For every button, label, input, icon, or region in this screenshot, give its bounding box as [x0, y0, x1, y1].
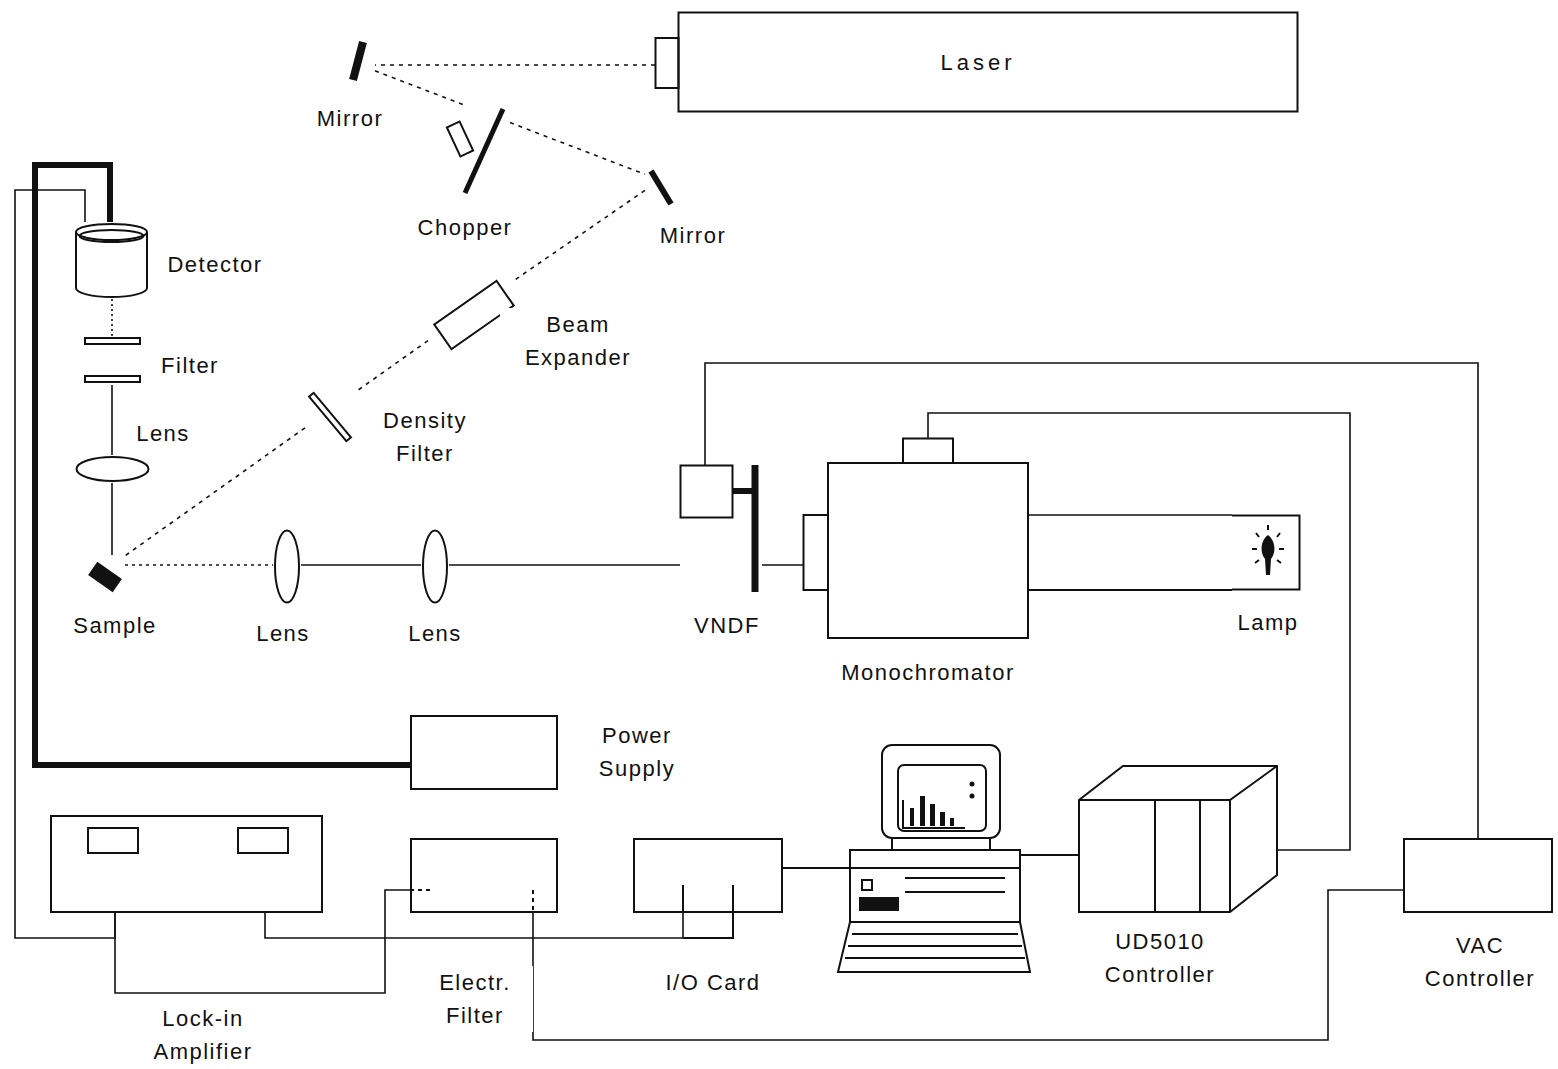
part-label: Lock-in Amplifier: [120, 1002, 286, 1068]
part-label: I/O Card: [662, 966, 763, 999]
part-label: Density Filter: [357, 404, 493, 470]
detector-outline: [75, 222, 148, 298]
lens: Lens: [273, 528, 301, 605]
part-label: Laser: [937, 46, 1018, 79]
detector: Detector: [75, 222, 148, 298]
part-label: VNDF: [691, 609, 763, 642]
power-supply-outline: [410, 715, 558, 790]
part-label: Lens: [253, 617, 313, 650]
laser-box: Laser: [655, 12, 1298, 112]
keyboard: [838, 922, 1030, 972]
lock-in-amplifier: Lock-in Amplifier: [50, 815, 323, 913]
monochromator-outline: [803, 438, 1028, 638]
monitor: [882, 745, 1000, 838]
vndf-outline: [680, 465, 762, 592]
terminal-wire: [410, 890, 533, 913]
lamp-housing: [1028, 589, 1232, 591]
lens-outline: [75, 455, 150, 483]
sample: Sample: [85, 555, 125, 598]
light-beam: [355, 341, 428, 393]
part-label: Electr. Filter: [417, 966, 533, 1032]
electr-filter-outline: [410, 838, 558, 913]
signal-wire: [449, 564, 680, 566]
light-beam: [510, 123, 645, 175]
light-beam: [111, 298, 113, 336]
part-label: UD5010 Controller: [1072, 925, 1248, 991]
electr-filter: Electr. Filter: [410, 838, 558, 913]
screen: [898, 765, 986, 831]
part-label: Mirror: [314, 102, 386, 135]
sample-outline: [85, 555, 125, 598]
io-card-outline: [633, 838, 783, 913]
part-label: Lens: [405, 617, 465, 650]
part-label: Filter: [158, 349, 222, 382]
lens: Lens: [75, 455, 150, 483]
mirror-outline: [645, 168, 675, 208]
lock-in-amplifier-outline: [50, 815, 323, 913]
computer-base: [850, 850, 1020, 922]
chopper: Chopper: [445, 105, 510, 197]
lens-outline: [273, 528, 301, 605]
light-beam: [375, 64, 655, 66]
filter: Filter: [82, 336, 143, 385]
density-filter: Density Filter: [305, 390, 355, 445]
part-label: Lens: [133, 417, 193, 450]
power-supply: Power Supply: [410, 715, 558, 790]
signal-wire: [111, 483, 113, 555]
part-label: Beam Expander: [500, 308, 656, 374]
io-card: I/O Card: [633, 838, 783, 913]
signal-wire: [705, 363, 1478, 838]
ud5010-controller: UD5010 Controller: [1078, 765, 1278, 913]
part-label: Lamp: [1234, 606, 1301, 639]
chopper-outline: [445, 105, 510, 197]
signal-wire: [111, 385, 113, 455]
part-label: Chopper: [415, 211, 516, 244]
lens: Lens: [421, 528, 449, 605]
part-label: Detector: [164, 248, 265, 281]
monochromator: Monochromator: [803, 438, 1028, 638]
density-filter-outline: [305, 390, 355, 445]
light-beam: [125, 564, 273, 566]
signal-wire: [762, 564, 803, 566]
mirror: Mirror: [345, 40, 375, 85]
signal-wire: [265, 913, 683, 938]
part-label: VAC Controller: [1397, 929, 1558, 995]
vac-controller-outline: [1403, 838, 1553, 913]
data-cable: [783, 867, 850, 869]
ud5010-controller-outline: [1078, 765, 1278, 913]
beam-expander: Beam Expander: [428, 280, 520, 350]
light-beam: [515, 190, 645, 280]
vndf: VNDF: [680, 465, 762, 592]
lamp: Lamp: [1232, 515, 1300, 590]
vac-controller: VAC Controller: [1403, 838, 1553, 913]
part-label: Sample: [70, 609, 160, 642]
mirror-outline: [345, 40, 375, 85]
power-cable: [35, 165, 410, 765]
data-cable: [1020, 854, 1078, 856]
mirror: Mirror: [645, 168, 675, 208]
filter-outline: [82, 336, 143, 385]
lamp-outline: [1232, 515, 1300, 590]
part-label: Mirror: [657, 219, 729, 252]
part-label: Monochromator: [838, 656, 1018, 689]
lens-outline: [421, 528, 449, 605]
signal-wire: [1028, 514, 1232, 516]
light-beam: [375, 71, 464, 105]
part-label: Power Supply: [569, 719, 705, 785]
signal-wire: [301, 564, 421, 566]
